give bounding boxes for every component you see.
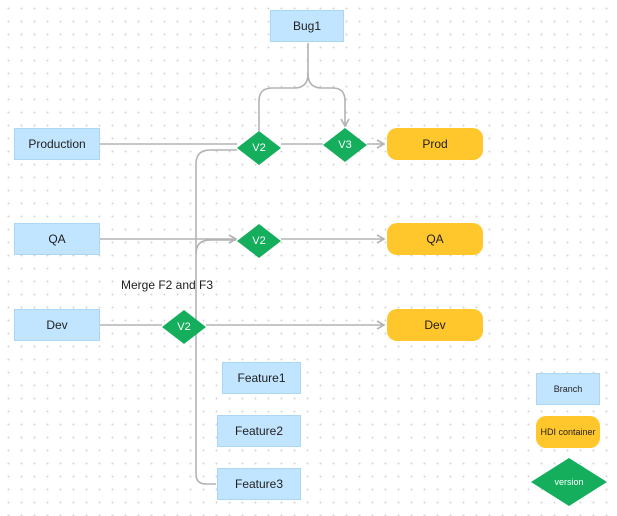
qa-v2-label: V2 xyxy=(252,235,266,247)
production-v2-label: V2 xyxy=(252,142,266,154)
diamond-shape xyxy=(531,458,607,506)
dev-v2-label: V2 xyxy=(177,321,191,333)
production-v3-version[interactable]: V3 xyxy=(323,128,367,162)
bug1-to-v3-line xyxy=(307,73,350,128)
qa-branch[interactable]: QA xyxy=(14,223,100,255)
diamond-shape xyxy=(323,128,367,162)
diamond-shape xyxy=(162,310,206,344)
production-v2-version[interactable]: V2 xyxy=(237,131,281,165)
legend-container-label: HDI container xyxy=(540,427,596,437)
legend-version: version xyxy=(531,458,607,506)
qa-v2-version[interactable]: V2 xyxy=(237,224,281,258)
feature1-branch[interactable]: Feature1 xyxy=(222,362,301,394)
prod-container[interactable]: Prod xyxy=(387,128,483,160)
diamond-shape xyxy=(237,131,281,165)
diamond-shape xyxy=(237,224,281,258)
bug1-to-v2-line xyxy=(258,73,309,131)
dev-label: Dev xyxy=(46,318,68,332)
legend-version-label: version xyxy=(554,477,584,487)
feature-to-qa-v2-line xyxy=(195,239,236,255)
feature1-label: Feature1 xyxy=(237,371,286,385)
merge-annotation: Merge F2 and F3 xyxy=(121,278,214,292)
production-branch[interactable]: Production xyxy=(14,128,100,160)
feature3-branch[interactable]: Feature3 xyxy=(217,468,301,500)
dev-container-label: Dev xyxy=(424,318,446,332)
dev-container[interactable]: Dev xyxy=(387,309,483,341)
feature3-label: Feature3 xyxy=(234,477,284,491)
dev-v2-version[interactable]: V2 xyxy=(162,310,206,344)
production-label: Production xyxy=(28,137,86,151)
feature2-branch[interactable]: Feature2 xyxy=(217,415,301,447)
prod-container-label: Prod xyxy=(422,137,448,151)
dev-branch[interactable]: Dev xyxy=(14,309,100,341)
feature-trunk-line xyxy=(195,149,237,485)
qa-container[interactable]: QA xyxy=(387,223,483,255)
qa-container-label: QA xyxy=(426,232,444,246)
legend-branch-label: Branch xyxy=(553,384,583,394)
legend-branch: Branch xyxy=(536,373,600,405)
bug1-label: Bug1 xyxy=(292,19,322,33)
production-v3-label: V3 xyxy=(338,139,352,151)
legend-container: HDI container xyxy=(536,416,600,448)
feature2-label: Feature2 xyxy=(234,424,284,438)
bug1-branch[interactable]: Bug1 xyxy=(270,10,344,42)
qa-label: QA xyxy=(48,232,66,246)
